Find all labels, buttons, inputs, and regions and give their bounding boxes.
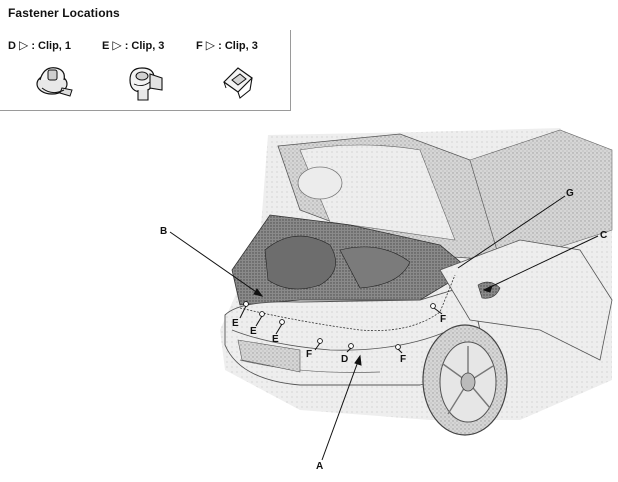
triangle-icon: ▷ (19, 38, 29, 52)
car-illustration (220, 128, 613, 436)
callout-f-1: F (306, 349, 312, 360)
clip-f-icon (223, 67, 253, 99)
legend-letter: F (196, 40, 203, 52)
legend-text: : Clip, 3 (218, 40, 258, 52)
legend-item-e: E ▷ : Clip, 3 (102, 38, 164, 52)
legend-item-f: F ▷ : Clip, 3 (196, 38, 258, 52)
callout-e-1: E (232, 318, 239, 329)
legend-text: : Clip, 1 (31, 40, 72, 52)
triangle-icon: ▷ (205, 38, 216, 52)
legend-letter: D (8, 40, 16, 52)
page-title: Fastener Locations (8, 6, 120, 20)
leader-lines (169, 195, 599, 461)
callout-b: B (160, 226, 167, 237)
triangle-icon: ▷ (112, 38, 122, 52)
clip-d-icon (36, 67, 73, 97)
callout-f-2: F (400, 354, 406, 365)
callout-d: D (341, 354, 348, 365)
callout-e-3: E (272, 334, 279, 345)
clip-e-icon (129, 67, 163, 101)
legend-letter: E (102, 40, 110, 52)
callout-e-2: E (250, 326, 257, 337)
legend-item-d: D ▷ : Clip, 1 (8, 38, 71, 52)
callout-g: G (566, 188, 574, 199)
callout-f-3: F (440, 314, 446, 325)
callout-c: C (600, 230, 607, 241)
legend-text: : Clip, 3 (124, 40, 165, 52)
callout-a: A (316, 461, 323, 472)
legend-box: D ▷ : Clip, 1 E ▷ : Clip, 3 F ▷ : Clip, … (0, 30, 291, 111)
